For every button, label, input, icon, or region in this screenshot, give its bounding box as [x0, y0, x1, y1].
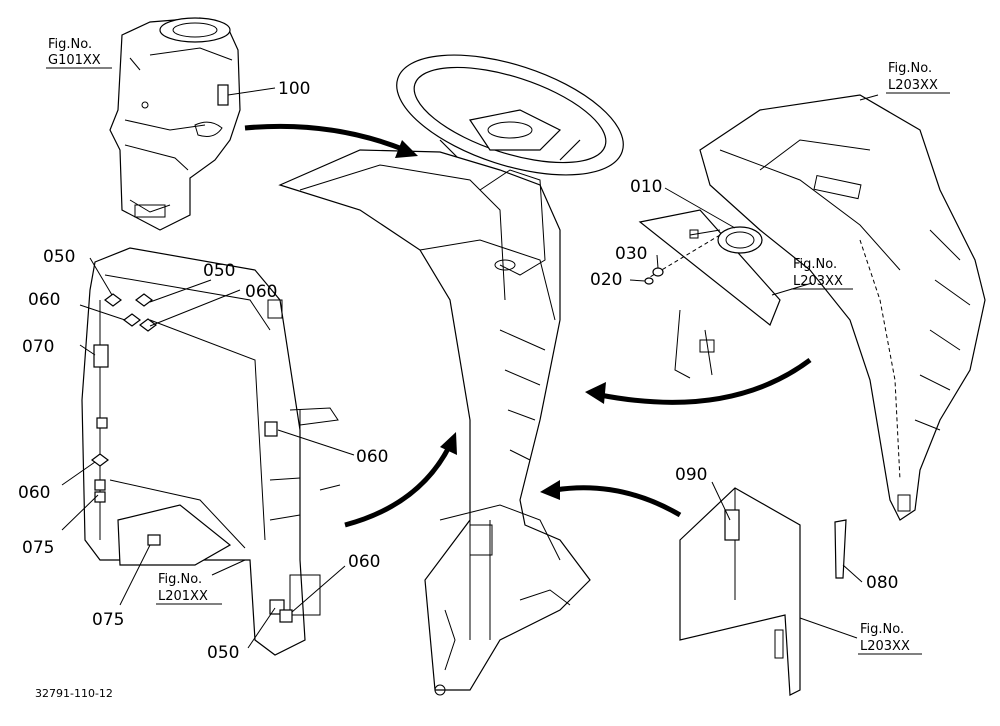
bottom-right-side-panel-illustration: [679, 487, 847, 696]
part-label-030: 030: [615, 244, 647, 264]
leader-lines: [61, 57, 879, 649]
part-label-020: 020: [590, 270, 622, 290]
middle-right-panel-illustration: [638, 209, 781, 379]
part-label-060-left: 060: [28, 290, 60, 310]
part-label-070: 070: [22, 337, 54, 357]
fig-ref-l203-mid-line1: Fig.No.: [793, 257, 837, 272]
part-label-050-top-right: 050: [203, 261, 235, 281]
part-label-090: 090: [675, 465, 707, 485]
part-label-080: 080: [866, 573, 898, 593]
dashboard-body-illustration: [278, 149, 591, 696]
left-dash-panel-illustration: [81, 247, 341, 656]
part-label-100: 100: [278, 79, 310, 99]
steering-wheel-illustration: [396, 54, 624, 176]
part-label-010: 010: [630, 177, 662, 197]
fig-ref-l203-bottom-line2: L203XX: [860, 639, 910, 654]
fig-ref-l203-bottom-line1: Fig.No.: [860, 622, 904, 637]
document-number: 32791-110-12: [35, 687, 113, 700]
fig-ref-g101-line2: G101XX: [48, 53, 101, 68]
part-label-060-center: 060: [356, 447, 388, 467]
fig-ref-l203-top-line1: Fig.No.: [888, 61, 932, 76]
fig-ref-l203-mid-line2: L203XX: [793, 274, 843, 289]
part-label-050-bottom: 050: [207, 643, 239, 663]
steering-column-cover-illustration: [109, 17, 241, 231]
fig-ref-l203-top-line2: L203XX: [888, 78, 938, 93]
part-label-050-top-left: 050: [43, 247, 75, 267]
fig-ref-l201-line2: L201XX: [158, 589, 208, 604]
fig-ref-g101-line1: Fig.No.: [48, 37, 92, 52]
fig-ref-l201-line1: Fig.No.: [158, 572, 202, 587]
part-label-060-top-right: 060: [245, 282, 277, 302]
part-label-060-lower-left: 060: [18, 483, 50, 503]
part-label-075-left: 075: [22, 538, 54, 558]
right-upper-cover-illustration: [699, 94, 986, 521]
assembly-arrows: [244, 123, 812, 528]
part-label-060-bottom: 060: [348, 552, 380, 572]
part-label-075-bottom: 075: [92, 610, 124, 630]
